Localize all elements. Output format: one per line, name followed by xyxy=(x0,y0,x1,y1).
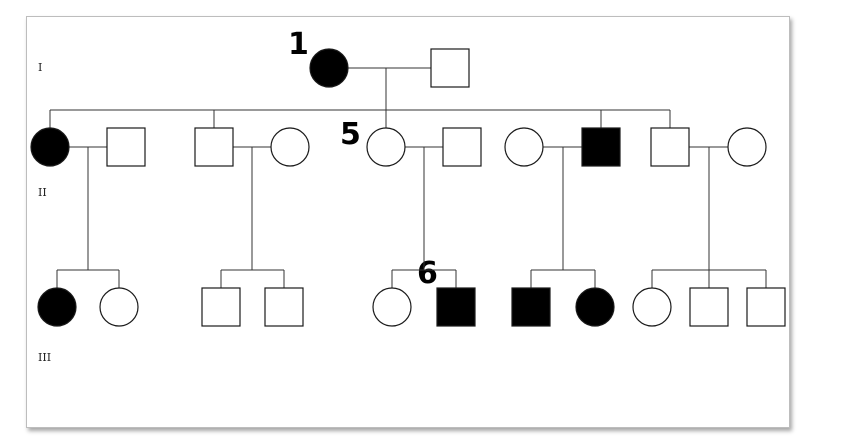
individual-III-7-square xyxy=(511,287,551,327)
individual-III-11-square xyxy=(746,287,786,327)
annotation-5: 5 xyxy=(340,117,361,152)
individual-III-3-square xyxy=(201,287,241,327)
individual-I-2-square xyxy=(430,48,470,88)
individual-I-1-circle xyxy=(309,48,349,88)
individual-II-5-circle xyxy=(366,127,406,167)
individual-III-4-square xyxy=(264,287,304,327)
pedigree-frame xyxy=(26,16,790,428)
annotation-6: 6 xyxy=(417,256,438,291)
connection-lines xyxy=(49,67,767,288)
individual-II-8-square xyxy=(581,127,621,167)
individual-II-4-circle xyxy=(270,127,310,167)
individual-II-9-square xyxy=(650,127,690,167)
generation-label-III: III xyxy=(38,351,51,364)
individual-III-5-circle xyxy=(372,287,412,327)
generation-label-I: I xyxy=(38,61,42,74)
individual-II-10-circle xyxy=(727,127,767,167)
individual-II-1-circle xyxy=(30,127,70,167)
annotation-1: 1 xyxy=(288,27,309,62)
individual-III-9-circle xyxy=(632,287,672,327)
individual-III-8-circle xyxy=(575,287,615,327)
individuals-layer xyxy=(30,48,786,327)
individual-II-6-square xyxy=(442,127,482,167)
individual-III-10-square xyxy=(689,287,729,327)
individual-III-6-square xyxy=(436,287,476,327)
individual-III-1-circle xyxy=(37,287,77,327)
individual-II-7-circle xyxy=(504,127,544,167)
generation-label-II: II xyxy=(38,186,47,199)
individual-III-2-circle xyxy=(99,287,139,327)
individual-II-2-square xyxy=(106,127,146,167)
individual-II-3-square xyxy=(194,127,234,167)
